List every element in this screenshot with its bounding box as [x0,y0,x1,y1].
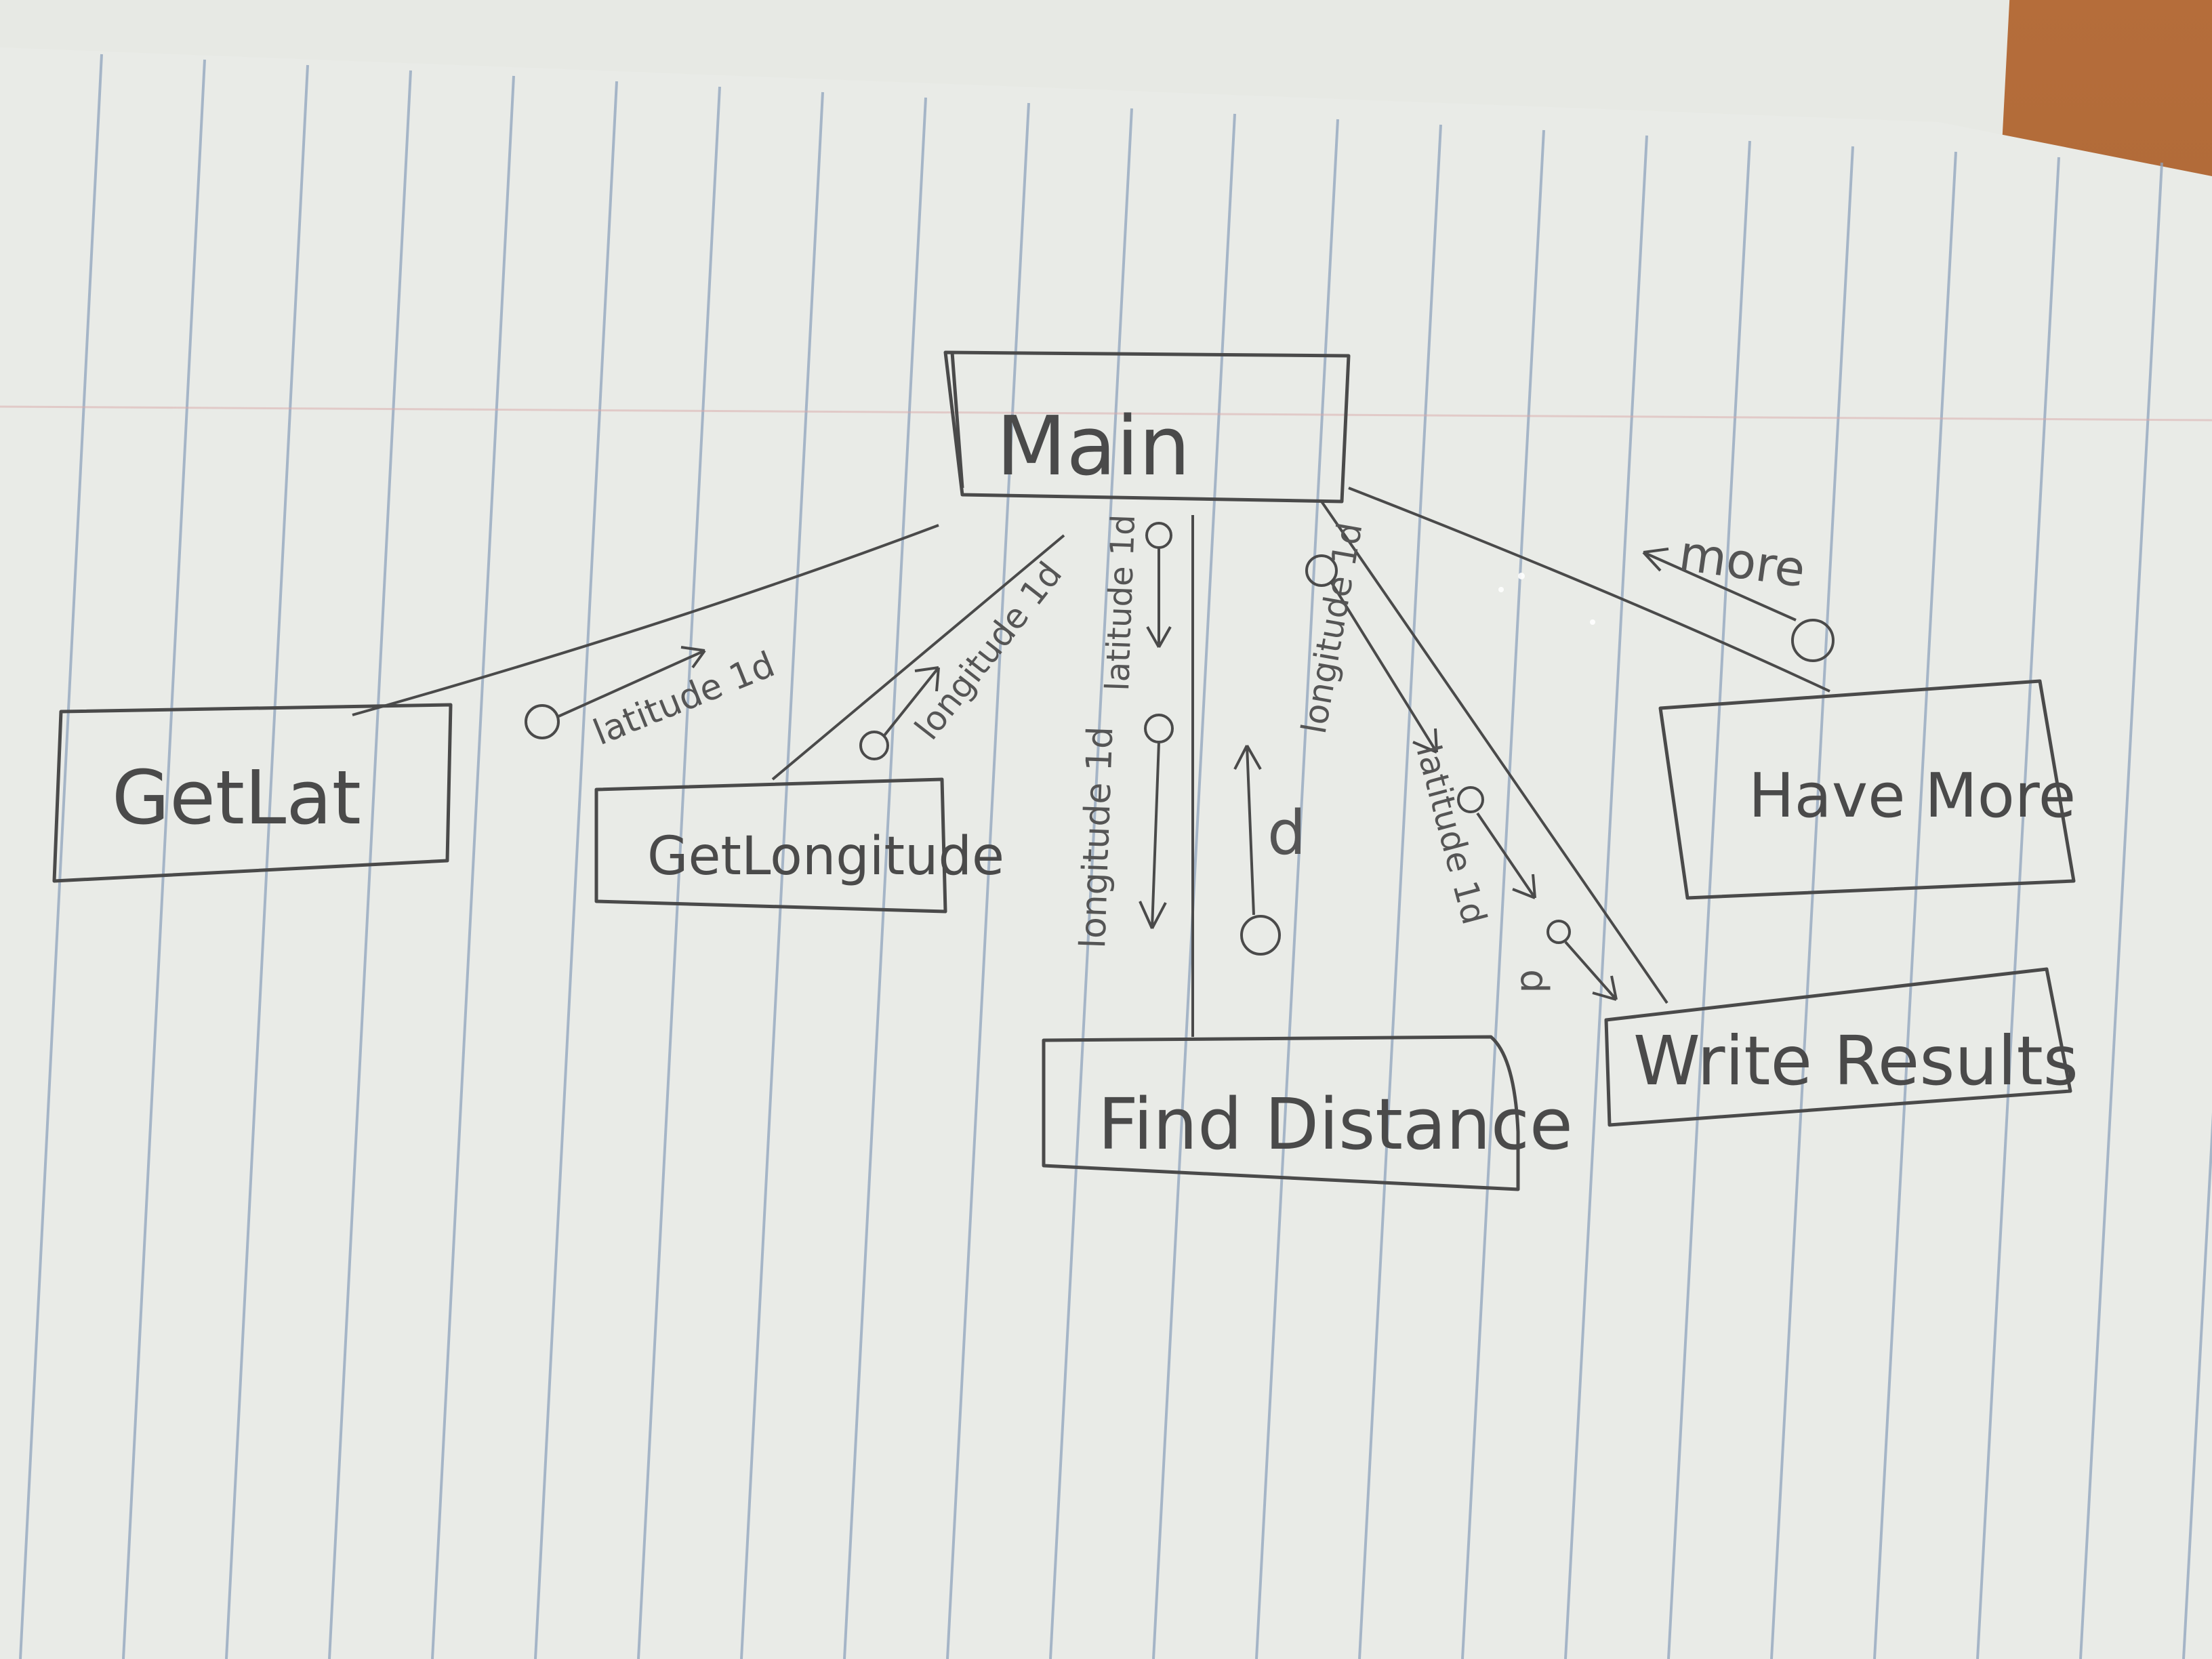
distance-couple-circle [1240,915,1281,956]
ruled-line [225,64,309,1659]
ruled-line [534,81,618,1659]
longitude-up-arrow [883,666,940,737]
longitude-couple-circle [859,731,889,760]
ruled-line [740,91,824,1659]
flow-label-d: d [1267,798,1306,869]
paper-dimple [1498,587,1504,592]
latitude-write-arrow [1476,812,1536,899]
write-couple-circle-mid [1457,786,1484,813]
have-more-box [1658,679,2076,900]
ruled-line [431,75,515,1659]
more-up-arrow [1642,548,1797,621]
main-box [943,350,1351,504]
ruled-line [1049,108,1133,1659]
getlat-box [52,703,453,883]
ruled-line [1461,129,1545,1659]
find-distance-box [1042,1035,1520,1191]
ruled-line [1873,151,1957,1659]
latitude-couple-circle [525,704,560,739]
have-more-label: Have More [1748,760,2076,832]
longitude-write-arrow [1330,581,1438,754]
flow-label-d-write: d [1512,969,1556,994]
getlat-label: GetLat [112,754,361,841]
main-writeresults-connector [1320,500,1668,1004]
ruled-line [122,59,206,1659]
ruled-line [637,86,721,1659]
ruled-line [843,97,927,1659]
ruled-line [2079,162,2163,1659]
latitude-down-arrow [1146,548,1172,648]
main-label: Main [996,400,1190,494]
ruled-line [1667,140,1751,1659]
ruled-line [19,54,103,1659]
getlongitude-label: GetLongitude [647,826,1004,887]
d-write-couple-circle [1547,920,1571,944]
latitude-up-arrow [556,646,706,718]
ruled-lines [19,54,2212,1659]
write-results-label: Write Results [1633,1021,2078,1101]
margin-line [0,405,2212,422]
flow-label-latitude-find: latitude 1d [1099,514,1143,691]
main-havemore-connector [1348,487,1830,693]
write-couple-circle-top [1305,554,1338,587]
paper-dimple [1518,573,1525,579]
paper-dimple [1590,619,1595,625]
ruled-line [1976,157,2060,1659]
d-write-arrow [1564,941,1618,1001]
write-results-box [1604,967,2072,1127]
main-getlongitude-connector [771,534,1065,781]
ruled-line [1564,135,1648,1659]
ruled-line [1770,146,1854,1659]
distance-up-arrow [1233,745,1262,916]
getlongitude-box [594,777,947,914]
main-getlat-connector [352,524,939,716]
notebook-paper [0,47,2212,1659]
ruled-line [946,102,1030,1659]
ruled-line [1358,124,1442,1659]
find-distance-label: Find Distance [1098,1083,1573,1166]
flow-label-longitude-find: longitude 1d [1073,726,1121,949]
more-couple-circle [1791,619,1835,662]
ruled-line [1255,119,1339,1659]
ruled-line [2182,1112,2212,1659]
longitude-down-arrow [1139,741,1167,929]
